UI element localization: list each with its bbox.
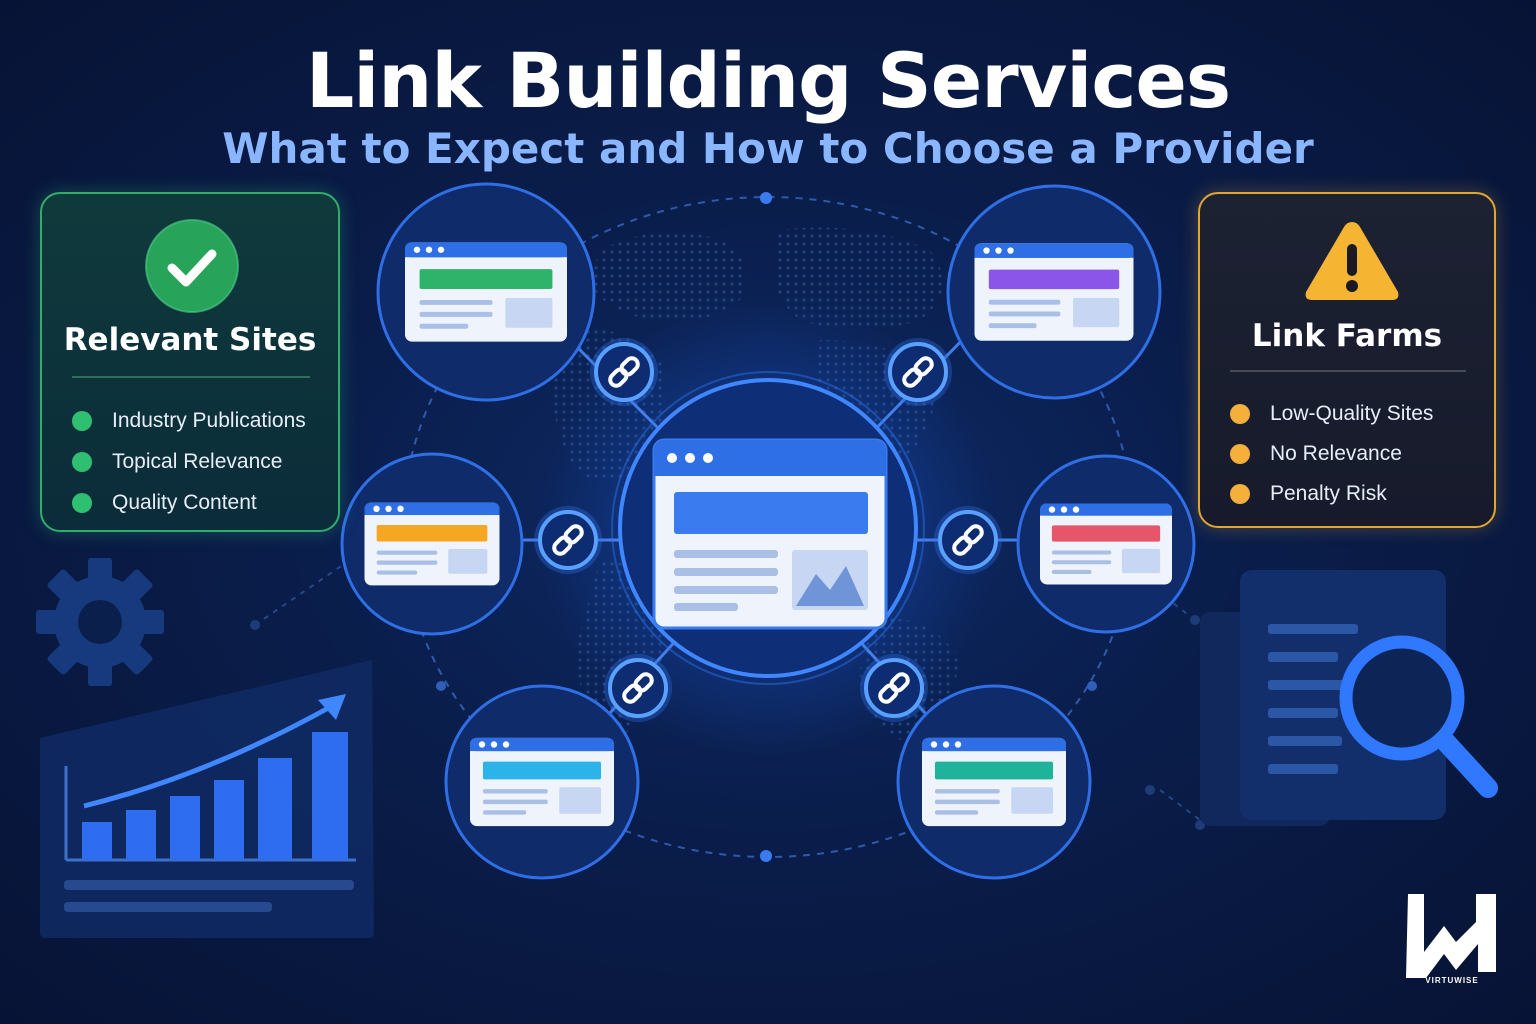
chain-link-icon: [934, 506, 1002, 574]
hub-browser-window-icon: [652, 438, 888, 630]
link-farms-title: Link Farms: [1251, 318, 1443, 354]
satellite-node-left: [340, 452, 524, 636]
list-item: Penalty Risk: [1230, 474, 1433, 514]
list-item: Low-Quality Sites: [1230, 394, 1433, 434]
hub-node: [611, 371, 925, 685]
chain-link-icon: [884, 338, 952, 406]
link-farms-divider: [1230, 370, 1466, 372]
page-title: Link Building Services: [305, 36, 1231, 125]
satellite-node-right: [1016, 454, 1196, 634]
relevant-sites-list: Industry Publications Topical Relevance …: [72, 400, 306, 523]
gear-icon: [36, 558, 164, 686]
chain-link-icon: [860, 654, 928, 722]
browser-window-icon: [470, 737, 614, 827]
amber-bullet-icon: [1230, 444, 1250, 464]
growth-chart-icon: [40, 660, 374, 938]
browser-window-icon: [364, 502, 500, 586]
link-farms-list: Low-Quality Sites No Relevance Penalty R…: [1230, 394, 1433, 514]
relevant-sites-divider: [72, 376, 310, 378]
satellite-node-bottom-right: [896, 684, 1092, 880]
brand-name: VIRTUWISE: [1425, 976, 1479, 985]
magnifier-icon: [1339, 635, 1498, 798]
green-bullet-icon: [72, 451, 92, 472]
satellite-node-bottom-left: [444, 684, 640, 880]
page-subtitle: What to Expect and How to Choose a Provi…: [222, 124, 1314, 173]
browser-window-icon: [922, 737, 1066, 827]
link-farms-card: Link Farms Low-Quality Sites No Relevanc…: [1198, 192, 1496, 528]
chain-link-icon: [534, 506, 602, 574]
chain-link-icon: [604, 654, 672, 722]
amber-bullet-icon: [1230, 484, 1250, 504]
chain-link-icon: [590, 338, 658, 406]
relevant-sites-card: Relevant Sites Industry Publications Top…: [40, 192, 340, 532]
browser-window-icon: [405, 242, 567, 342]
list-item: Industry Publications: [72, 400, 306, 441]
check-circle-icon: [145, 219, 239, 313]
relevant-sites-title: Relevant Sites: [63, 322, 317, 358]
list-item: Topical Relevance: [72, 441, 306, 482]
browser-window-icon: [974, 243, 1134, 341]
virtuwise-logo-icon: [1406, 894, 1496, 978]
warning-triangle-icon: [1305, 222, 1399, 300]
satellite-node-top-left: [376, 182, 596, 402]
green-bullet-icon: [72, 410, 92, 431]
satellite-node-top-right: [946, 184, 1162, 400]
browser-window-icon: [1040, 503, 1172, 585]
green-bullet-icon: [72, 492, 92, 513]
list-item: Quality Content: [72, 482, 306, 523]
list-item: No Relevance: [1230, 434, 1433, 474]
amber-bullet-icon: [1230, 404, 1250, 424]
